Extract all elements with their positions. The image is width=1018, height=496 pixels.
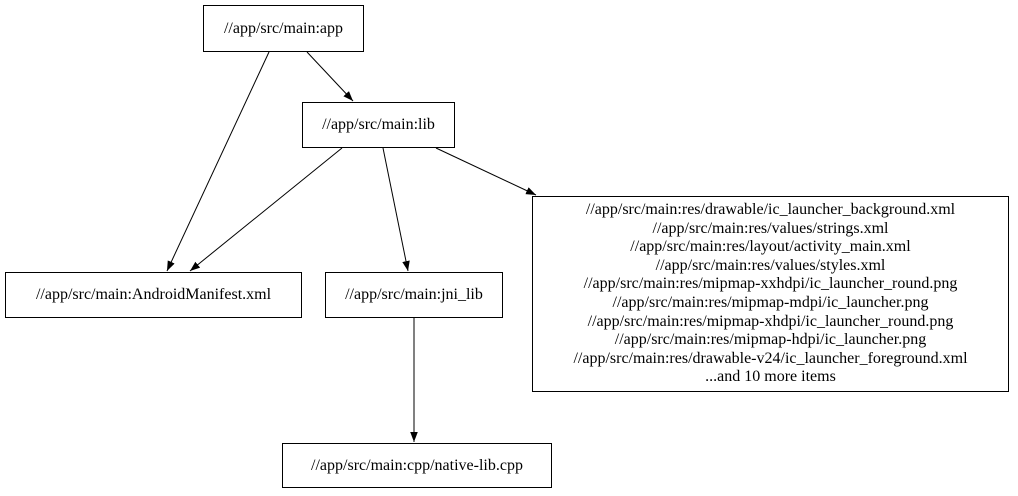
- node-android-manifest: //app/src/main:AndroidManifest.xml: [5, 272, 302, 318]
- node-jni-lib: //app/src/main:jni_lib: [325, 272, 503, 318]
- node-app: //app/src/main:app: [203, 5, 364, 52]
- edge-app-to-android-manifest: [166, 51, 270, 272]
- resource-file-line: //app/src/main:res/mipmap-mdpi/ic_launch…: [612, 294, 929, 311]
- node-resources: //app/src/main:res/drawable/ic_launcher_…: [532, 196, 1009, 392]
- node-native-lib: //app/src/main:cpp/native-lib.cpp: [282, 443, 552, 488]
- resource-file-line: //app/src/main:res/mipmap-xxhdpi/ic_laun…: [583, 275, 958, 293]
- edge-lib-to-resources: [435, 147, 537, 196]
- node-app-label: //app/src/main:app: [223, 19, 344, 37]
- edge-lib-to-jni-lib: [382, 147, 410, 272]
- resource-file-line: //app/src/main:res/values/styles.xml: [655, 256, 886, 274]
- node-native-lib-label: //app/src/main:cpp/native-lib.cpp: [311, 456, 523, 474]
- resource-file-line: //app/src/main:res/drawable-v24/ic_launc…: [573, 349, 968, 367]
- resource-file-line: //app/src/main:res/mipmap-xhdpi/ic_launc…: [587, 312, 954, 330]
- edge-app-to-lib: [306, 51, 354, 102]
- resource-file-line: //app/src/main:res/mipmap-hdpi/ic_launch…: [614, 331, 927, 349]
- node-lib: //app/src/main:lib: [302, 102, 455, 148]
- node-jni-lib-label: //app/src/main:jni_lib: [345, 286, 483, 303]
- node-android-manifest-label: //app/src/main:AndroidManifest.xml: [35, 286, 272, 303]
- edge-lib-to-android-manifest: [189, 147, 343, 272]
- resource-file-line: //app/src/main:res/drawable/ic_launcher_…: [585, 201, 956, 219]
- resource-file-line: //app/src/main:res/layout/activity_main.…: [630, 238, 911, 256]
- resource-more-items-line: ...and 10 more items: [705, 368, 836, 386]
- node-lib-label: //app/src/main:lib: [322, 116, 435, 133]
- resource-file-line: //app/src/main:res/values/strings.xml: [652, 219, 889, 237]
